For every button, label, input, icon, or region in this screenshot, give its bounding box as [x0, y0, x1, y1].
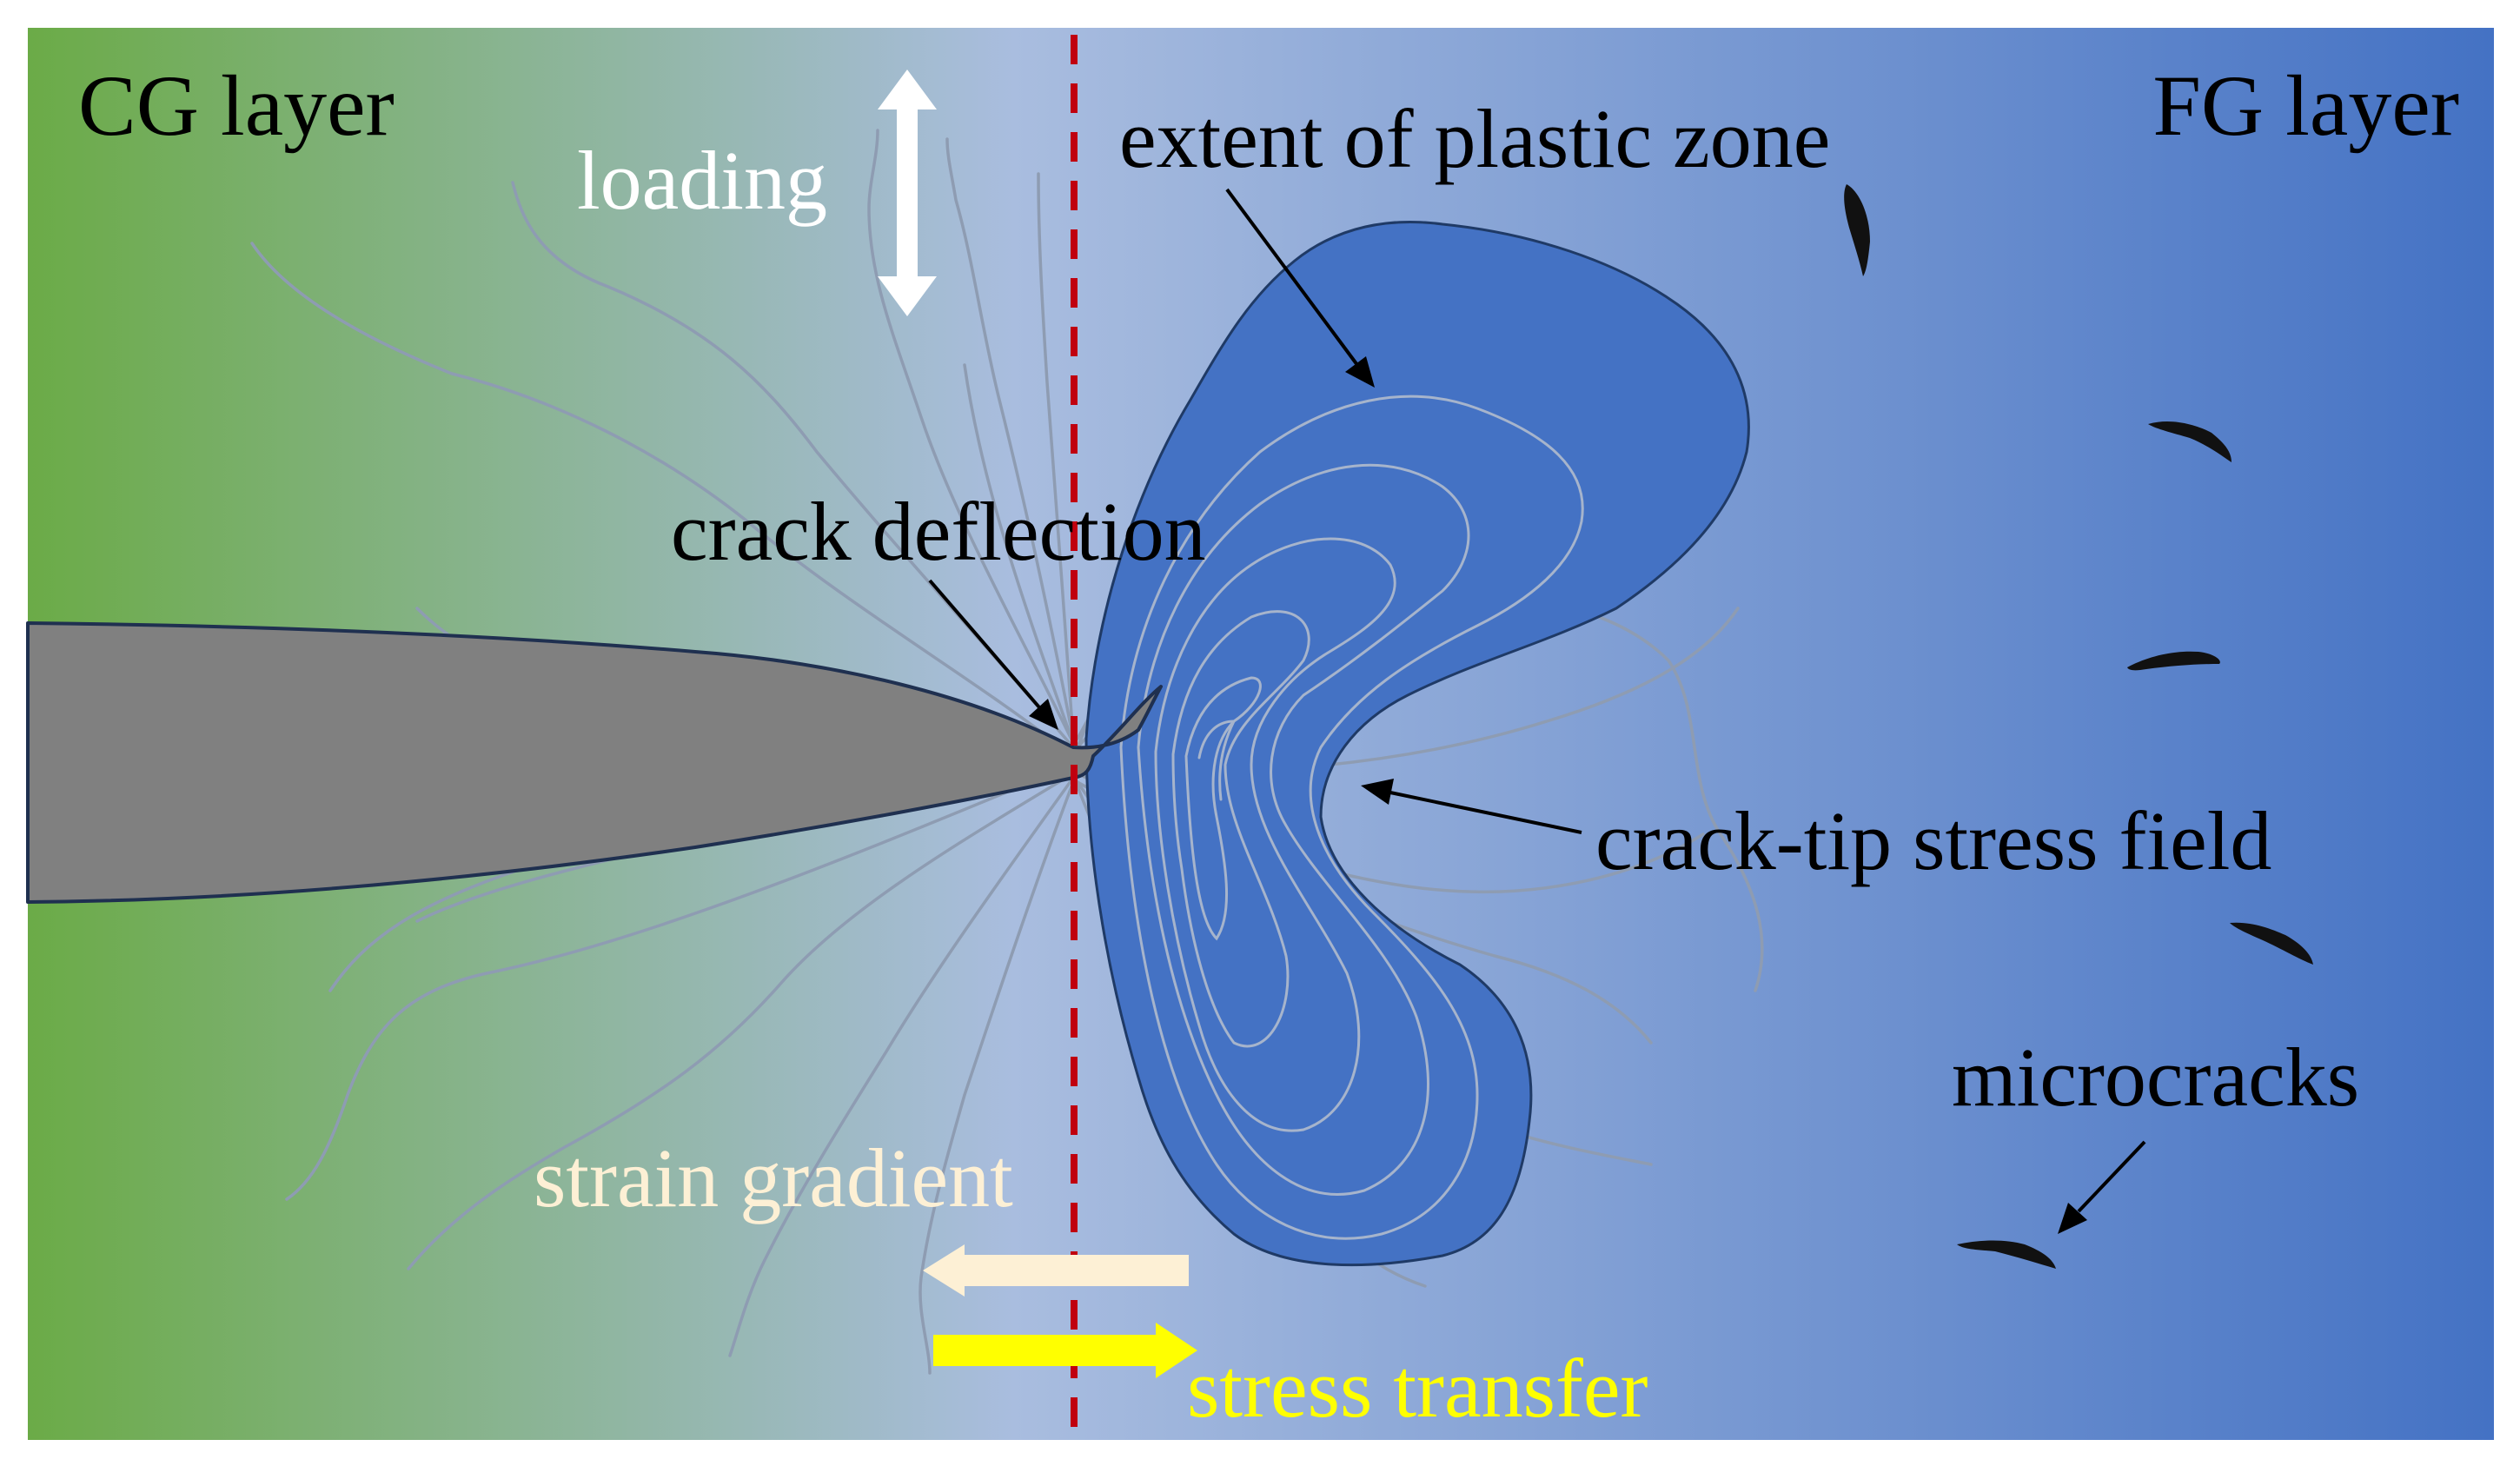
loading-arrow: [878, 70, 937, 316]
stress-field-label: crack-tip stress field: [1595, 794, 2271, 887]
microcracks: [1844, 184, 2313, 1269]
loading-label: loading: [577, 134, 827, 227]
microcracks-pointer: [2058, 1140, 2146, 1234]
strain-gradient-arrow: [923, 1244, 1189, 1297]
microcracks-label: microcracks: [1952, 1031, 2359, 1124]
crack-deflection-label: crack deflection: [671, 485, 1206, 578]
stress-transfer-label: stress transfer: [1187, 1342, 1648, 1435]
plastic-zone-contours: [1119, 395, 1584, 1240]
microcrack: [1957, 1240, 2056, 1269]
pointer-arrows: [928, 188, 2146, 1234]
crack: [26, 621, 1163, 904]
plastic-zone-pointer: [1225, 188, 1375, 388]
plastic-zone-label: extent of plastic zone: [1119, 92, 1830, 185]
stress-transfer-arrow: [933, 1323, 1197, 1378]
cg-layer-label: CG layer: [78, 57, 395, 154]
plastic-zone: [1084, 220, 1750, 1267]
microcrack: [2148, 421, 2232, 462]
stress-field-pointer: [1361, 779, 1582, 834]
microcrack: [2127, 651, 2220, 671]
fg-layer-label: FG layer: [2152, 57, 2459, 154]
crack-deflection-pointer: [928, 579, 1058, 730]
microcrack: [1844, 184, 1870, 276]
strain-gradient-label: strain gradient: [534, 1131, 1013, 1224]
microcrack: [2230, 922, 2313, 965]
